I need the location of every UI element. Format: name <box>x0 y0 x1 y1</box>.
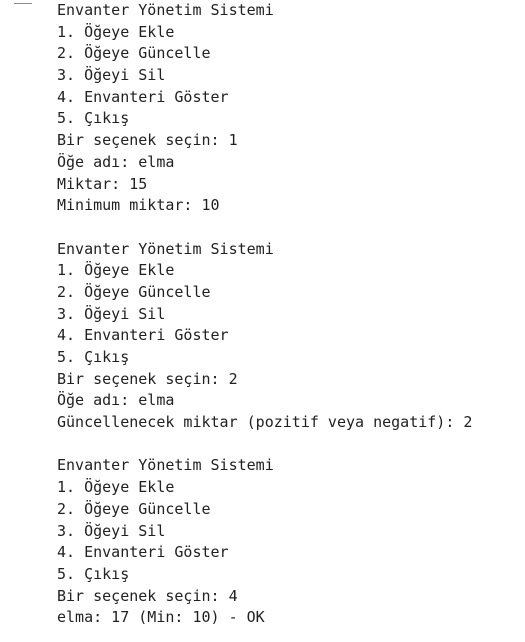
console-line: elma: 17 (Min: 10) - OK <box>57 608 265 627</box>
console-line: 5. Çıkış <box>57 348 130 366</box>
console-line: 1. Öğeye Ekle <box>57 261 175 280</box>
console-line: 2. Öğeye Güncelle <box>57 282 211 301</box>
output-collapse-icon[interactable] <box>14 0 32 4</box>
console-line: 4. Envanteri Göster <box>57 543 229 562</box>
console-line: 4. Envanteri Göster <box>57 87 229 106</box>
console-line: 2. Öğeye Güncelle <box>57 499 211 518</box>
console-line: Öğe adı: elma <box>57 391 175 410</box>
console-blank-line <box>57 217 472 239</box>
console-line: Envanter Yönetim Sistemi <box>57 456 274 475</box>
console-line: 4. Envanteri Göster <box>57 326 229 345</box>
console-line: Bir seçenek seçin: 2 <box>57 369 238 388</box>
console-line: 1. Öğeye Ekle <box>57 478 175 497</box>
console-line: Güncellenecek miktar (pozitif veya negat… <box>57 413 473 432</box>
console-line: Minimum miktar: 10 <box>57 196 220 215</box>
console-line: Bir seçenek seçin: 1 <box>57 131 238 150</box>
console-line: Miktar: 15 <box>57 174 148 193</box>
console-line: 3. Öğeyi Sil <box>57 66 166 85</box>
console-line: 2. Öğeye Güncelle <box>57 44 211 63</box>
console-blank-line <box>57 434 472 456</box>
console-line: 5. Çıkış <box>57 564 130 583</box>
console-output: Envanter Yönetim Sistemi 1. Öğeye Ekle 2. … <box>57 0 472 629</box>
console-line: 5. Çıkış <box>57 109 130 128</box>
console-line: Envanter Yönetim Sistemi <box>57 239 274 258</box>
console-line: 1. Öğeye Ekle <box>57 22 175 41</box>
console-line: Öğe adı: elma <box>57 152 175 171</box>
console-line: Bir seçenek seçin: 4 <box>57 586 238 605</box>
console-line: 3. Öğeyi Sil <box>57 521 166 540</box>
console-line: Envanter Yönetim Sistemi <box>57 1 274 19</box>
console-line: 3. Öğeyi Sil <box>57 304 166 323</box>
